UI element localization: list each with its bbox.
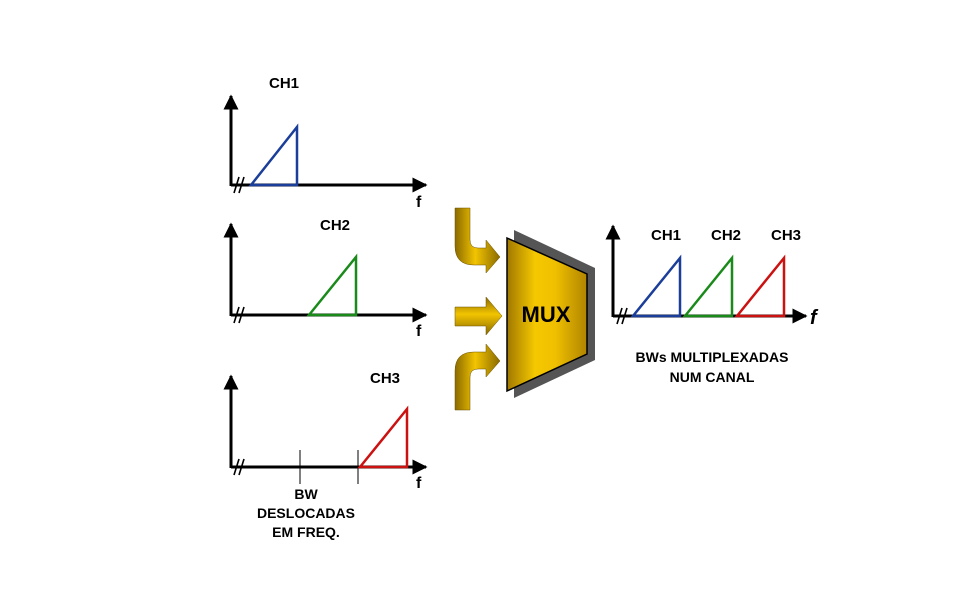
- ch1-input-title: CH1: [269, 75, 299, 92]
- output-ch2-label: CH2: [711, 227, 741, 244]
- ch3-input-title: CH3: [370, 370, 400, 387]
- mux-block: MUX: [506, 230, 595, 398]
- axis-break-mark: [233, 458, 245, 476]
- output-ch2-triangle: [682, 254, 734, 318]
- input-arrow-bottom: [454, 343, 501, 411]
- output-ch1-triangle: [630, 254, 682, 318]
- output-ch3-label: CH3: [771, 227, 801, 244]
- output-caption: BWs MULTIPLEXADAS NUM CANAL: [636, 349, 789, 385]
- shift-note-line-2: DESLOCADAS: [257, 505, 355, 521]
- shift-note-line-3: EM FREQ.: [272, 524, 340, 540]
- axis-break-mark: [233, 176, 245, 194]
- mux-body: [506, 236, 588, 393]
- ch3-spectrum-triangle: [357, 405, 409, 469]
- ch2-input-title: CH2: [320, 217, 350, 234]
- input-arrow-middle: [454, 296, 503, 336]
- ch3-freq-label: f: [416, 475, 422, 492]
- output-freq-label: f: [810, 307, 819, 329]
- output-ch1-label: CH1: [651, 227, 681, 244]
- ch3-input-plot: CH3 f: [223, 370, 428, 492]
- axis-break-mark: [616, 307, 628, 325]
- output-caption-line-1: BWs MULTIPLEXADAS: [636, 349, 789, 365]
- shift-note-line-1: BW: [294, 486, 318, 502]
- ch2-freq-label: f: [416, 323, 422, 340]
- mux-label: MUX: [522, 302, 571, 327]
- shift-note: BW DESLOCADAS EM FREQ.: [257, 486, 355, 540]
- ch1-freq-label: f: [416, 194, 422, 211]
- ch2-spectrum-triangle: [306, 253, 358, 317]
- output-caption-line-2: NUM CANAL: [670, 369, 755, 385]
- output-plot: CH1 CH2 CH3 f: [605, 224, 819, 329]
- output-ch3-triangle: [734, 254, 786, 318]
- input-arrow-top: [454, 207, 501, 274]
- ch1-spectrum-triangle: [248, 123, 299, 187]
- axis-break-mark: [233, 306, 245, 324]
- ch2-input-plot: CH2 f: [223, 217, 428, 340]
- ch1-input-plot: CH1 f: [223, 75, 428, 211]
